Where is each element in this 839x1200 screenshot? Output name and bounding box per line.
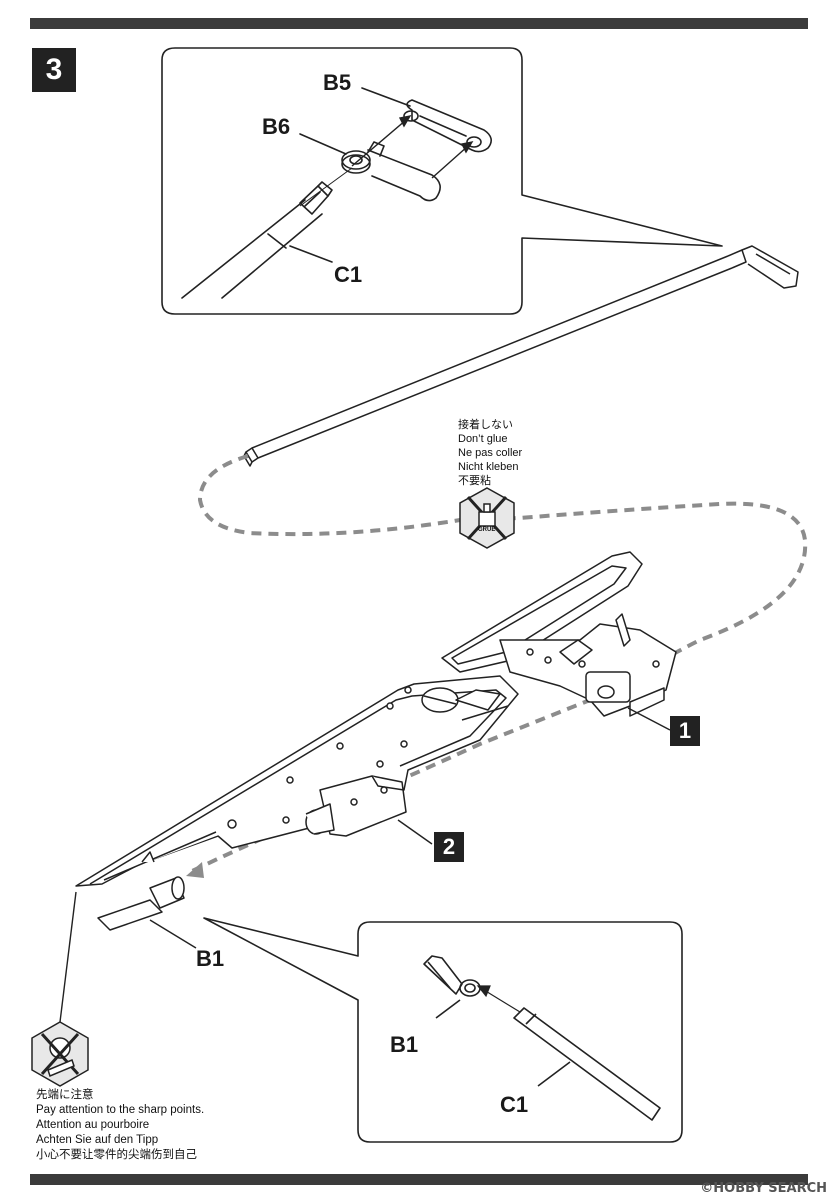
bottom-border-bar [30, 1174, 808, 1185]
sharp-points-ja: 先端に注意 [36, 1089, 94, 1101]
top-inset-frame [161, 47, 723, 315]
label-b1-main: B1 [196, 946, 225, 971]
c1-rod-detail [181, 181, 333, 299]
sharp-points-note: 先端に注意 Pay attention to the sharp points.… [36, 1088, 204, 1163]
label-b5: B5 [323, 70, 352, 95]
top-border-bar [30, 18, 808, 29]
sharp-points-zh: 小心不要让零件的尖端伤到自己 [36, 1149, 197, 1161]
label-b1-inset: B1 [390, 1032, 419, 1057]
dont-glue-ja: 接着しない [458, 419, 513, 431]
dont-glue-de: Nicht kleben [458, 461, 519, 473]
no-glue-icon [459, 487, 515, 549]
b1-tip-part [97, 876, 185, 931]
dont-glue-en: Don’t glue [458, 433, 508, 445]
c1-rod-inset-detail [513, 1007, 661, 1121]
label-c1-top: C1 [334, 262, 363, 287]
b6-part-detail [341, 141, 441, 202]
sharp-points-en: Pay attention to the sharp points. [36, 1104, 205, 1116]
dont-glue-fr: Ne pas coller [458, 447, 523, 459]
bottom-inset-frame [203, 917, 683, 1143]
sub-step-1-box: 1 [670, 716, 700, 746]
sharp-points-de: Achten Sie auf den Tipp [36, 1134, 159, 1146]
sharp-points-fr: Attention au pourboire [36, 1119, 150, 1131]
blade-assembly [75, 551, 677, 887]
sub-step-1-number: 1 [678, 718, 692, 743]
glue-icon-text: GRUE [478, 527, 496, 533]
long-c1-rod [243, 245, 799, 467]
b5-part-detail [403, 99, 492, 153]
watermark: ©HOBBY SEARCH [700, 1181, 827, 1196]
step-number: 3 [45, 53, 63, 86]
sharp-points-icon [31, 1021, 89, 1087]
label-b6: B6 [262, 114, 291, 139]
step-number-box: 3 [32, 48, 76, 92]
label-c1-inset: C1 [500, 1092, 529, 1117]
sub-step-2-number: 2 [442, 834, 456, 859]
dont-glue-zh: 不要粘 [458, 475, 491, 487]
sub-step-2-box: 2 [434, 832, 464, 862]
dont-glue-note: 接着しない Don’t glue Ne pas coller Nicht kle… [458, 418, 522, 488]
